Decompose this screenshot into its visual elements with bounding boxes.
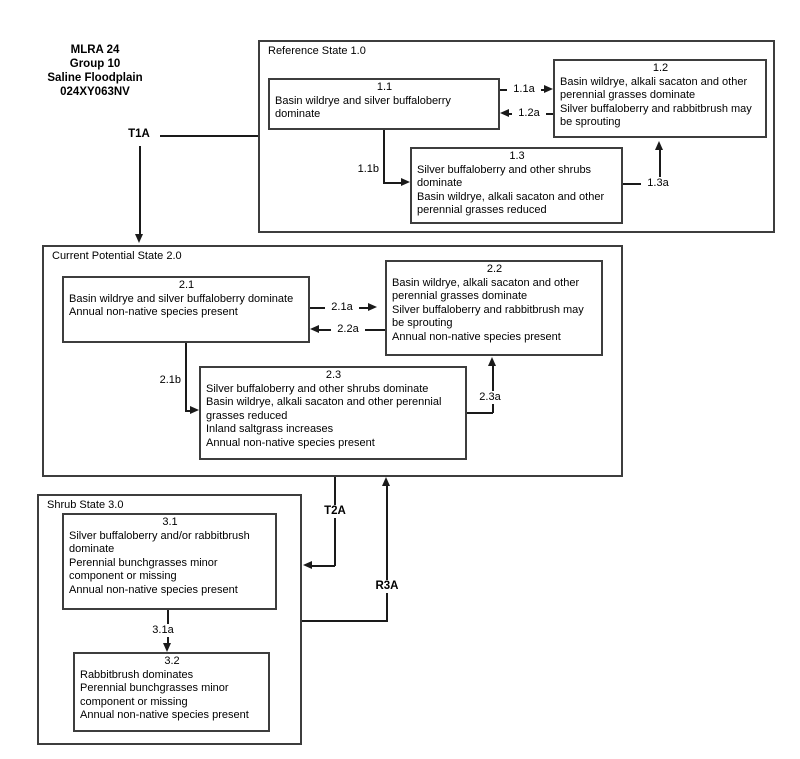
pathway-2-3a-line-horizontal xyxy=(467,412,493,414)
t1a-arrow-vertical xyxy=(139,146,141,235)
community-id-2-1: 2.1 xyxy=(178,279,195,291)
pathway-label-2-1b: 2.1b xyxy=(152,374,182,387)
state-label-shrub: Shrub State 3.0 xyxy=(47,499,124,511)
pathway-label-3-1a: 3.1a xyxy=(146,624,180,637)
community-text: Inland saltgrass increases xyxy=(206,423,334,435)
state-box-reference: Reference State 1.0 1.1 Basin wildrye an… xyxy=(258,40,775,233)
community-text: Basin wildrye and silver buffaloberry do… xyxy=(275,94,451,121)
transition-label-t2a: T2A xyxy=(317,505,353,518)
pathway-2-1a-arrowhead xyxy=(368,303,377,311)
pathway-1-3a-line-vertical xyxy=(659,149,661,184)
community-text: Annual non-native species present xyxy=(80,709,249,721)
pathway-2-2a-arrowhead xyxy=(310,325,319,333)
pathway-label-1-1b: 1.1b xyxy=(352,163,380,176)
state-label-reference: Reference State 1.0 xyxy=(268,45,366,57)
pathway-3-1a-arrowhead xyxy=(163,643,171,652)
community-box-3-1: 3.1 Silver buffaloberry and/or rabbitbru… xyxy=(62,513,277,610)
pathway-label-2-2a: 2.2a xyxy=(331,323,365,336)
community-text: Silver buffaloberry and/or rabbitbrush d… xyxy=(69,529,250,556)
pathway-2-1b-line-horizontal xyxy=(185,410,193,412)
state-label-current-potential: Current Potential State 2.0 xyxy=(52,250,182,262)
community-id-2-3: 2.3 xyxy=(325,369,342,381)
pathway-label-1-2a: 1.2a xyxy=(512,107,546,120)
community-text: Silver buffaloberry and rabbitbrush may … xyxy=(392,303,584,330)
community-text: Basin wildrye, alkali sacaton and other … xyxy=(560,75,748,102)
community-text: Annual non-native species present xyxy=(69,583,238,596)
community-id-1-3: 1.3 xyxy=(509,150,525,162)
r3a-arrowhead-up xyxy=(382,477,390,486)
community-text: Basin wildrye, alkali sacaton and other … xyxy=(392,276,580,303)
pathway-label-1-3a: 1.3a xyxy=(641,177,675,190)
pathway-2-3a-line-vertical xyxy=(492,365,494,413)
community-text: Annual non-native species present xyxy=(69,306,238,318)
t2a-arrowhead-left xyxy=(303,561,312,569)
diagram-header: MLRA 24 Group 10 Saline Floodplain 024XY… xyxy=(20,43,170,99)
community-text: Silver buffaloberry and other shrubs dom… xyxy=(206,382,429,395)
community-text: Basin wildrye and silver buffaloberry do… xyxy=(69,292,294,305)
community-box-3-2: 3.2 Rabbitbrush dominates Perennial bunc… xyxy=(73,652,270,732)
community-id-2-2: 2.2 xyxy=(486,263,503,275)
t2a-arrow-horizontal xyxy=(311,565,335,567)
community-text: Basin wildrye, alkali sacaton and other … xyxy=(206,396,442,422)
community-text: Silver buffaloberry and other shrubs dom… xyxy=(417,163,592,190)
header-site-id: 024XY063NV xyxy=(60,86,130,98)
community-box-1-2: 1.2 Basin wildrye, alkali sacaton and ot… xyxy=(553,59,767,138)
pathway-2-1b-arrowhead xyxy=(190,406,199,414)
pathway-1-1b-arrowhead xyxy=(401,178,410,186)
community-text: Perennial bunchgrasses minor component o… xyxy=(80,682,229,708)
pathway-1-1a-arrowhead xyxy=(544,85,553,93)
transition-label-r3a: R3A xyxy=(369,580,405,593)
community-text: Silver buffaloberry and rabbitbrush may … xyxy=(560,102,752,129)
community-box-1-3: 1.3 Silver buffaloberry and other shrubs… xyxy=(410,147,623,224)
pathway-1-2a-arrowhead xyxy=(500,109,509,117)
community-text: Basin wildrye, alkali sacaton and other … xyxy=(417,190,605,217)
pathway-2-1b-line-vertical xyxy=(185,343,187,411)
community-text: Perennial bunchgrasses minor component o… xyxy=(69,556,218,583)
state-box-current-potential: Current Potential State 2.0 2.1 Basin wi… xyxy=(42,245,623,477)
community-id-3-2: 3.2 xyxy=(164,655,180,667)
t1a-arrowhead-down xyxy=(135,234,143,243)
community-text: Rabbitbrush dominates xyxy=(80,668,194,681)
pathway-label-2-1a: 2.1a xyxy=(325,301,359,314)
pathway-2-3a-arrowhead xyxy=(488,357,496,366)
pathway-1-3a-arrowhead xyxy=(655,141,663,150)
community-box-2-2: 2.2 Basin wildrye, alkali sacaton and ot… xyxy=(385,260,603,356)
community-text: Annual non-native species present xyxy=(392,330,561,343)
r3a-arrow-horizontal xyxy=(302,620,388,622)
pathway-label-2-3a: 2.3a xyxy=(474,391,506,404)
pathway-label-1-1a: 1.1a xyxy=(507,83,541,96)
community-text: Annual non-native species present xyxy=(206,436,375,449)
community-box-2-1: 2.1 Basin wildrye and silver buffaloberr… xyxy=(62,276,310,343)
community-id-1-1: 1.1 xyxy=(376,81,393,93)
t1a-arrow-horizontal xyxy=(160,135,258,137)
header-site-name: Saline Floodplain xyxy=(47,72,143,84)
transition-label-t1a: T1A xyxy=(120,128,158,141)
r3a-arrow-vertical xyxy=(386,485,388,621)
header-group: Group 10 xyxy=(69,58,121,70)
header-mlra: MLRA 24 xyxy=(70,44,120,56)
community-box-2-3: 2.3 Silver buffaloberry and other shrubs… xyxy=(199,366,467,460)
community-id-3-1: 3.1 xyxy=(162,516,178,528)
community-box-1-1: 1.1 Basin wildrye and silver buffaloberr… xyxy=(268,78,500,130)
community-id-1-2: 1.2 xyxy=(652,62,669,74)
pathway-1-1b-line-horizontal xyxy=(383,182,402,184)
pathway-1-1b-line-vertical xyxy=(383,130,385,183)
state-box-shrub: Shrub State 3.0 3.1 Silver buffaloberry … xyxy=(37,494,302,745)
t2a-arrow-vertical xyxy=(334,477,336,566)
